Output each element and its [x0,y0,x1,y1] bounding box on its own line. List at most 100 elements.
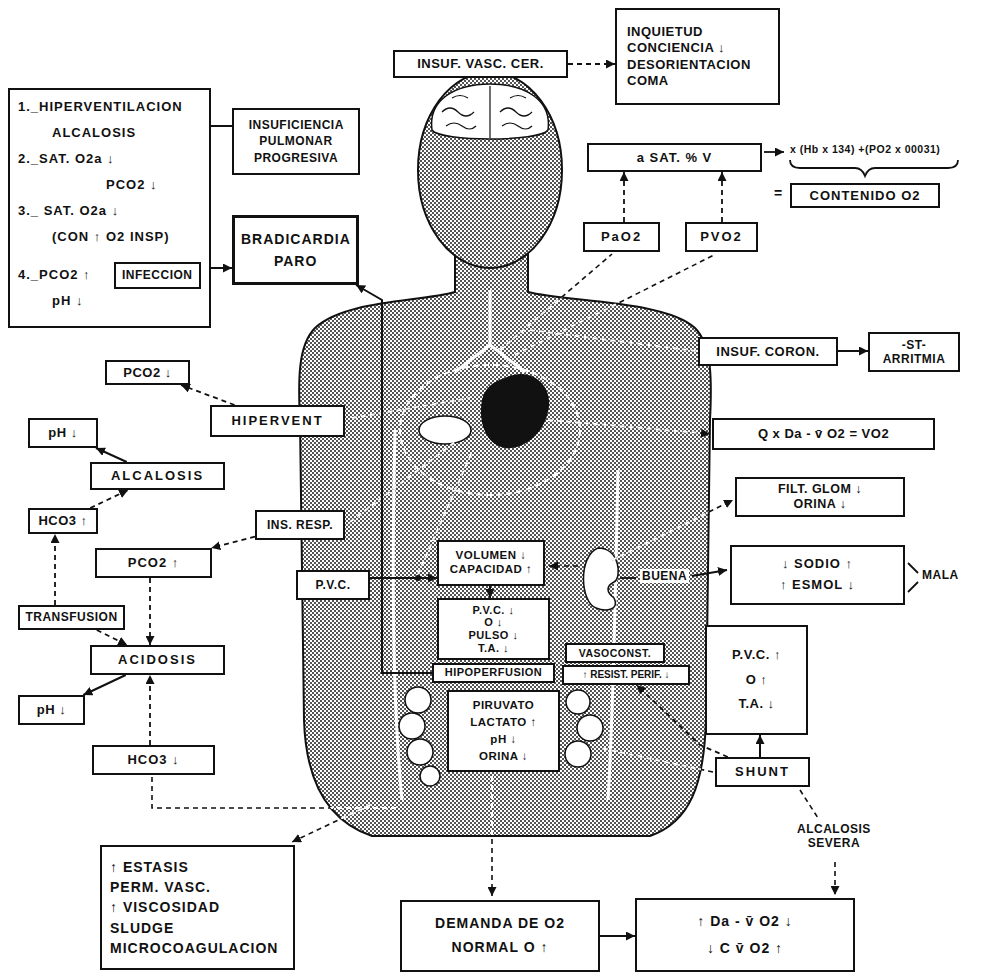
box-text: CAPACIDAD ↑ [450,563,533,577]
box-text: INSUFICIENCIA PULMONAR PROGRESIVA [249,117,344,166]
box-text: ALCALOSIS [111,468,204,484]
connector [149,578,151,645]
connector [211,267,232,269]
connector [97,630,127,645]
process-box: INSUFICIENCIA PULMONAR PROGRESIVA [232,108,360,175]
box-text: ↑ ESMOL ↓ [780,575,855,596]
leader-line [352,398,470,418]
box-text: P.V.C. [315,578,350,592]
box-text: PIRUVATO [473,697,535,714]
box-text: VASOCONST. [579,647,651,660]
box-text: pH ↓ [37,702,66,718]
process-box: INSUF. VASC. CER. [393,50,568,78]
process-box: INS. RESP. [255,510,345,540]
box-text: ↓ C v̄ O2 ↑ [707,935,783,962]
leader-line [152,777,400,808]
trachea [455,290,525,372]
box-text: INSUF. VASC. CER. [417,56,544,72]
box-text: VOLUMEN ↓ [456,549,527,563]
box-text: PCO2 ↑ [128,555,180,571]
connector [370,577,437,579]
process-box: ↑ ESTASISPERM. VASC.↑ VISCOSIDADSLUDGEMI… [100,845,295,970]
leader-line [352,398,470,418]
box-text: -ST- ARRITMIA [883,338,946,367]
process-box: VOLUMEN ↓CAPACIDAD ↑ [437,540,545,586]
leader-line [548,420,700,433]
leader-line [549,565,578,567]
kidney [584,548,619,610]
box-text: DESORIENTACION [627,57,751,73]
leader-line [612,504,725,560]
leader-line [292,805,370,842]
process-box: ↑ RESIST. PERIF. ↓ [562,665,690,685]
process-box: INQUIETUDCONCIENCIA ↓DESORIENTACIONCOMA [615,8,780,105]
process-box: pH ↓ [18,695,85,725]
leader-line [834,862,836,895]
box-text: DEMANDA DE O2 [435,912,565,936]
connector [54,534,56,605]
process-box: PVO2 [685,222,758,252]
intestine-loop [565,741,591,767]
box-text: ALCALOSIS [18,120,136,146]
connector [759,735,761,757]
leader-line [300,805,370,838]
box-text: P.V.C. ↓ [473,604,515,617]
box-text: BRADICARDIA PARO [241,228,350,273]
box-text: pH ↓ [18,288,83,314]
process-box: INFECCION [114,262,201,289]
brain-folds [442,86,532,138]
connector [623,172,625,222]
leader-line [620,577,636,579]
box-text: HIPOPERFUSION [445,666,543,679]
process-box: INSUF. CORON. [698,337,838,366]
intestine-loop [405,687,431,713]
box-text: LACTATO ↑ [470,714,536,731]
box-text: PCO2 ↓ [18,172,158,198]
leader-line [600,748,713,772]
alert-box: BRADICARDIA PARO [232,215,359,285]
process-box: PIRUVATOLACTATO ↑pH ↓ORINA ↓ [447,690,560,772]
intestine-loop [577,715,603,741]
box-text: O ↓ [484,616,503,629]
box-text: HCO3 ↑ [38,513,87,529]
leader-line [500,254,612,350]
intestine-loop [399,713,425,739]
process-box: VASOCONST. [565,643,665,663]
process-box: P.V.C. ↑O ↑T.A. ↓ [705,625,808,735]
leader-line [612,500,733,560]
box-text: FILT. GLOM ↓ [778,482,862,497]
box-text: T.A. ↓ [478,642,509,655]
leader-line [491,776,493,890]
box-text: ↑ VISCOSIDAD [110,897,220,917]
process-box: ALCALOSIS [90,462,225,490]
process-box: ↓ SODIO ↑↑ ESMOL ↓ [730,545,905,605]
process-box: ↑ Da - v̄ O2 ↓↓ C v̄ O2 ↑ [635,898,855,972]
leader-line [548,420,710,434]
box-text: ORINA ↓ [479,748,528,765]
intestine-loop [407,739,433,765]
process-box: PCO2 ↓ [105,360,190,385]
leader-arrow [764,151,784,153]
connector [721,172,723,222]
box-text: 2._SAT. O2a ↓ [18,146,115,172]
note-label: x (Hb x 134) +(PO2 x 00031) [788,143,942,155]
process-box: Q x Da - v̄ O2 = VO2 [712,418,935,450]
connector [96,448,127,462]
leader-lines-inside [152,254,725,890]
process-box: CONTENIDO O2 [790,183,940,208]
brain [432,84,549,139]
thorax-outline [400,365,580,495]
leader-line [152,777,400,808]
box-text: INS. RESP. [267,518,333,532]
leader-line [500,254,612,350]
box-text: 4._PCO2 ↑ [18,262,91,288]
box-text: CONCIENCIA ↓ [627,40,725,56]
process-box: HCO3 ↑ [28,508,98,534]
box-text: T.A. ↓ [738,692,774,717]
process-box: SHUNT [715,757,810,787]
process-box: DEMANDA DE O2NORMAL O ↑ [400,900,600,972]
process-box: -ST- ARRITMIA [868,332,960,372]
process-box: HIPERVENT [210,405,345,437]
process-box: PaO2 [583,222,660,252]
